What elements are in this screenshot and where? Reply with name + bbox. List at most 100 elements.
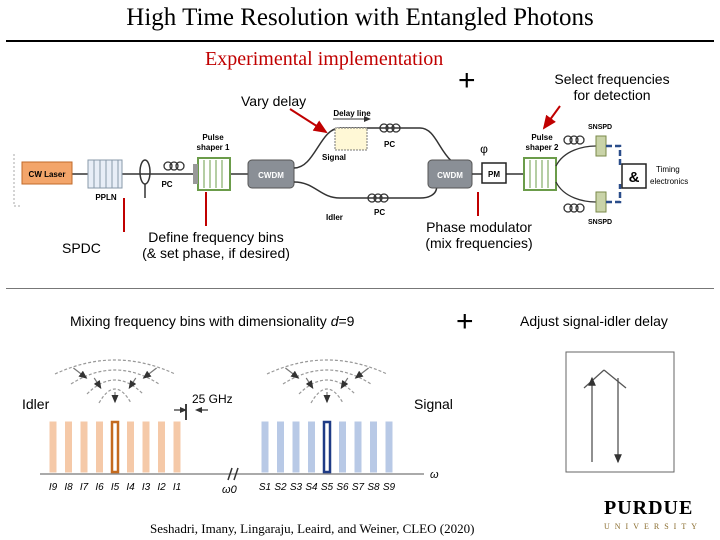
idler-bin-label-i4: I4	[126, 482, 135, 493]
axis-break-2	[233, 467, 239, 481]
signal-arm-text: Signal	[322, 153, 346, 162]
pulse-shaper-1-text-1: Pulse	[202, 133, 224, 142]
signal-bin-label-s3: S3	[290, 482, 303, 493]
signal-bin-s5	[322, 420, 332, 474]
spdc-label: SPDC	[62, 240, 101, 256]
mixing-suffix: =9	[338, 313, 355, 329]
idler-bin-i1	[173, 421, 181, 473]
idler-bin-i3	[142, 421, 150, 473]
ppln-text: PPLN	[95, 193, 117, 202]
cwdm-1	[247, 159, 295, 189]
pc-text-1: PC	[161, 180, 172, 189]
cwdm-1-text: CWDM	[258, 171, 284, 180]
phase-modulator-box	[481, 162, 507, 184]
snspd-text-2: SNSPD	[588, 219, 612, 226]
delay-line-box	[334, 127, 368, 151]
signal-mixing-arc-4	[310, 388, 344, 404]
setup-outline	[13, 154, 22, 207]
idler-mixing-arrow-1	[73, 367, 88, 379]
signal-mixing-arrow-5	[354, 367, 369, 379]
pulse-shaper-1	[197, 157, 231, 191]
phi-symbol: φ	[480, 142, 488, 156]
phase-modulator-label: Phase modulator (mix frequencies)	[414, 219, 544, 251]
timing-text-2: electronics	[650, 177, 688, 186]
signal-bin-label-s7: S7	[352, 482, 365, 493]
define-bins-line2: (& set phase, if desired)	[142, 245, 290, 261]
signal-bin-s6	[339, 421, 346, 473]
timing-text-1: Timing	[656, 165, 680, 174]
signal-bin-label-s9: S9	[383, 482, 396, 493]
select-frequencies-line2: for detection	[573, 87, 651, 103]
mixing-prefix: Mixing frequency bins with dimensionalit…	[70, 313, 331, 329]
delay-inset	[565, 351, 675, 473]
idler-bin-i4	[127, 421, 134, 473]
pulse-shaper-1-text-2: shaper 1	[197, 143, 230, 152]
coincidence-gate	[621, 163, 647, 189]
idler-arm-text: Idler	[326, 213, 343, 222]
fiber-coil-5	[563, 203, 585, 213]
signal-bin-s1	[261, 421, 269, 473]
mixing-label: Mixing frequency bins with dimensionalit…	[70, 313, 354, 329]
idler-bin-label-i3: I3	[142, 482, 151, 493]
cw-laser-box	[21, 161, 73, 185]
fiber-coil-4	[563, 135, 585, 145]
center-frequency-label: ω0	[222, 484, 238, 496]
signal-bin-s7	[354, 421, 362, 473]
ppln-crystal	[87, 159, 123, 189]
cwdm-2-text: CWDM	[437, 171, 463, 180]
axis-symbol: ω	[430, 469, 439, 481]
pulse-shaper-2-text-2: shaper 2	[526, 143, 559, 152]
signal-mixing-arrow-4	[340, 377, 349, 390]
and-gate-symbol: &	[629, 169, 640, 186]
idler-bin-i2	[158, 421, 165, 473]
snspd-1	[595, 135, 607, 157]
define-bins-line1: Define frequency bins	[148, 229, 284, 245]
idler-label: Idler	[22, 396, 50, 412]
select-frequencies-arrow	[542, 105, 561, 130]
delay-line-text: Delay line	[333, 109, 371, 118]
idler-mixing-arrow-2	[93, 377, 102, 390]
vary-delay-label: Vary delay	[241, 93, 307, 109]
idler-bin-label-i1: I1	[173, 482, 181, 493]
signal-bin-label-s1: S1	[259, 482, 271, 493]
plus-sign-top: +	[458, 64, 476, 97]
idler-mixing-arc-2	[70, 369, 160, 385]
slide-title: High Time Resolution with Entangled Phot…	[126, 4, 594, 31]
signal-bin-label-s4: S4	[305, 482, 318, 493]
idler-bin-i6	[96, 421, 103, 473]
mixing-arcs	[54, 359, 388, 404]
fiber-coil-3	[367, 193, 389, 203]
phase-modulator-line2: (mix frequencies)	[425, 235, 533, 251]
idler-mixing-arc-4	[98, 388, 132, 404]
idler-mixing-arc-3	[86, 379, 144, 395]
signal-bin-label-s8: S8	[367, 482, 380, 493]
mirror-right	[603, 369, 627, 389]
section-divider	[6, 288, 714, 289]
delay-inset-frame	[565, 351, 675, 473]
signal-mixing-arrow-2	[305, 377, 314, 390]
idler-bin-label-i7: I7	[80, 482, 89, 493]
detector-cable-2	[606, 184, 622, 204]
idler-bin-label-i6: I6	[95, 482, 104, 493]
signal-bin-s2	[277, 421, 284, 473]
fiber-coil-1	[163, 161, 185, 171]
select-frequencies-line1: Select frequencies	[554, 71, 670, 87]
setup-schematic: CW Laser PPLN PC Pulse shaper 1 CWDM	[21, 109, 688, 226]
signal-bin-s8	[370, 421, 377, 473]
bin-spacing-label: 25 GHz	[192, 392, 233, 406]
plus-sign-bottom: +	[456, 305, 474, 338]
title-divider	[6, 40, 714, 42]
select-frequencies-label: Select frequencies for detection	[542, 71, 682, 103]
pulse-shaper-2-text-1: Pulse	[531, 133, 553, 142]
define-bins-label: Define frequency bins (& set phase, if d…	[130, 229, 302, 261]
pc-paddle-1	[139, 159, 151, 185]
purdue-logo-sub: UNIVERSITY	[604, 522, 702, 531]
idler-bin-i7	[80, 421, 88, 473]
idler-bin-label-i8: I8	[64, 482, 73, 493]
idler-bin-i5	[110, 420, 120, 474]
vary-delay-arrow	[289, 108, 328, 134]
pc-text-2: PC	[384, 140, 395, 149]
cw-laser-text: CW Laser	[29, 170, 66, 179]
section-title: Experimental implementation	[205, 48, 444, 70]
